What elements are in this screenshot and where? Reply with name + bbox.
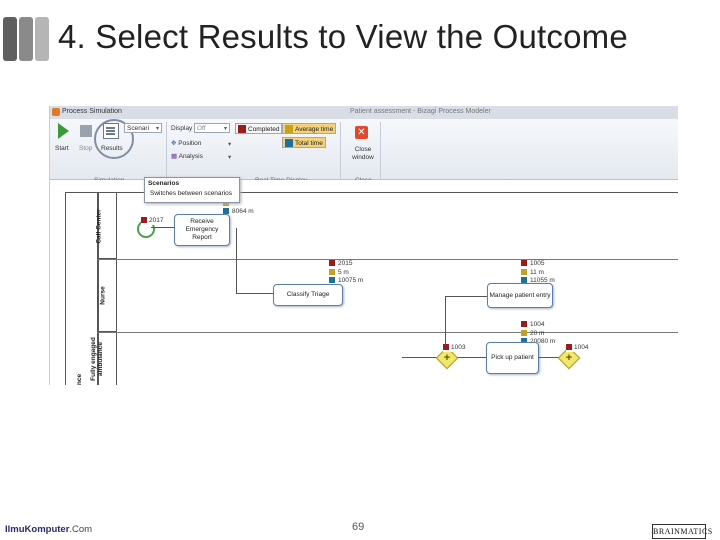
flow-connector bbox=[236, 228, 237, 293]
completed-label: Completed bbox=[248, 126, 280, 133]
completed-marker bbox=[141, 217, 147, 224]
lane-divider bbox=[97, 332, 678, 333]
flow-connector bbox=[445, 296, 446, 350]
task-receive-emergency-report[interactable]: Receive Emergency Report bbox=[174, 214, 230, 246]
average-time-label: Average time bbox=[295, 126, 334, 133]
analysis-chevron-icon: ▾ bbox=[228, 154, 232, 161]
manage-stats: 1005 11 m 11055 m bbox=[521, 260, 555, 286]
close-window-label: Close window bbox=[352, 146, 374, 161]
lane-divider bbox=[97, 259, 678, 260]
position-icon: ✥ bbox=[171, 140, 177, 147]
stop-icon bbox=[80, 125, 92, 137]
scenario-dropdown[interactable]: Scenari bbox=[124, 123, 162, 134]
flow-connector bbox=[236, 293, 273, 294]
display-dropdown[interactable]: Off bbox=[194, 123, 230, 134]
total-time-toggle[interactable]: Total time bbox=[282, 137, 326, 148]
display-label: Display bbox=[171, 125, 193, 132]
title-decoration-bar bbox=[19, 17, 33, 61]
stop-label: Stop bbox=[79, 145, 93, 152]
pool-top-border bbox=[65, 192, 678, 193]
ribbon-separator bbox=[340, 122, 341, 184]
slide-title: 4. Select Results to View the Outcome bbox=[58, 18, 628, 55]
start-label: Start bbox=[55, 145, 69, 152]
position-label: Position bbox=[178, 140, 202, 147]
app-icon bbox=[52, 108, 60, 116]
window-titlebar: Process Simulation Patient assessment - … bbox=[50, 106, 678, 119]
ribbon-separator bbox=[380, 122, 381, 184]
tooltip-body: Switches between scenarios bbox=[150, 190, 233, 197]
plus-icon: + bbox=[565, 352, 573, 364]
flow-connector bbox=[402, 357, 440, 358]
window-title: Process Simulation bbox=[62, 108, 122, 115]
window-caption: Patient assessment - Bizagi Process Mode… bbox=[350, 108, 491, 115]
scenarios-tooltip: Scenarios Switches between scenarios bbox=[144, 177, 240, 203]
completed-swatch bbox=[238, 125, 246, 134]
classify-stats: 2015 5 m 10075 m bbox=[329, 260, 363, 286]
flow-connector bbox=[453, 357, 486, 358]
tooltip-heading: Scenarios bbox=[148, 180, 180, 187]
app-screenshot: Process Simulation Patient assessment - … bbox=[49, 106, 678, 385]
gateway-right-token: 1004 bbox=[566, 344, 589, 352]
flow-connector bbox=[151, 227, 174, 228]
page-number: 69 bbox=[352, 521, 365, 533]
brand-logo: BRAINMATICS bbox=[652, 524, 712, 539]
lane-label-nurse: Nurse bbox=[99, 286, 107, 305]
analysis-button[interactable]: ▦ Analysis bbox=[171, 152, 203, 160]
completed-toggle[interactable]: Completed bbox=[235, 123, 283, 134]
task-manage-patient-entry[interactable]: Manage patient entry bbox=[487, 283, 553, 308]
lane-label-ambulance: Fully engaged ambulance bbox=[90, 337, 104, 381]
play-icon bbox=[58, 123, 69, 139]
pool-label: nce bbox=[76, 373, 84, 385]
close-icon: ✕ bbox=[355, 126, 368, 139]
position-button[interactable]: ✥ Position bbox=[171, 139, 201, 147]
flow-connector bbox=[445, 296, 487, 297]
position-chevron-icon: ▾ bbox=[228, 141, 232, 148]
title-decoration-bar bbox=[3, 17, 17, 61]
task-pick-up-patient[interactable]: Pick up patient bbox=[486, 342, 539, 374]
flow-connector bbox=[539, 357, 561, 358]
total-time-swatch bbox=[285, 139, 293, 148]
average-time-swatch bbox=[285, 125, 293, 134]
start-token-count: 2017 bbox=[141, 217, 164, 225]
process-diagram: Scenarios Switches between scenarios Cal… bbox=[50, 177, 678, 385]
task-classify-triage[interactable]: Classify Triage bbox=[273, 284, 343, 306]
ribbon: Start Stop Results Scenari Simulation Di… bbox=[50, 119, 678, 184]
ribbon-separator bbox=[166, 122, 167, 184]
footer-brand: IlmuKomputer.Com bbox=[5, 524, 93, 535]
highlight-circle bbox=[94, 119, 134, 159]
lane-label-call-center: Call Center bbox=[95, 209, 103, 244]
pickup-stats: 1004 20 m 20080 m bbox=[521, 321, 555, 347]
gateway-left-token: 1003 bbox=[443, 344, 466, 352]
total-time-label: Total time bbox=[295, 140, 323, 147]
analysis-icon: ▦ bbox=[171, 153, 178, 160]
average-time-toggle[interactable]: Average time bbox=[282, 123, 337, 134]
title-decoration-bar bbox=[35, 17, 49, 61]
plus-icon: + bbox=[443, 352, 451, 364]
analysis-label: Analysis bbox=[178, 153, 203, 160]
